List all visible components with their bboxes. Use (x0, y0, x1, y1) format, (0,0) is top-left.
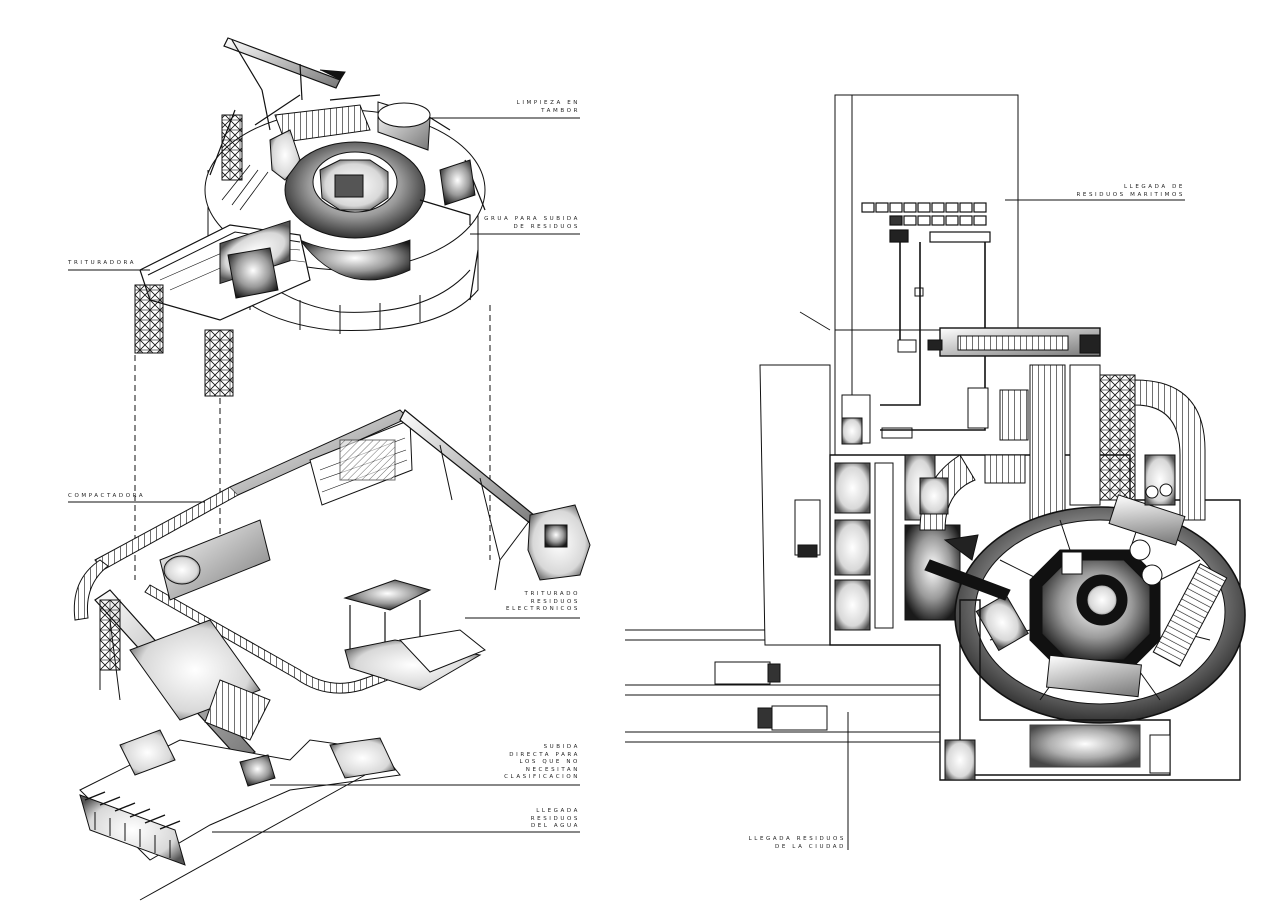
leader-lines-left (68, 117, 580, 833)
water-waste-containers (79, 791, 186, 866)
label-trituradora: TRITURADORA (68, 260, 137, 266)
label-limpieza-en-tambor: LIMPIEZA EN TAMBOR (516, 100, 580, 114)
label-compactadora: COMPACTADORA (68, 493, 146, 499)
label-grua-subida-residuos: GRUA PARA SUBIDA DE RESIDUOS (484, 216, 580, 230)
top-axonometric (134, 37, 486, 397)
label-llegada-residuos-agua: LLEGADA RESIDUOS DEL AGUA (530, 808, 580, 829)
plan-view (625, 94, 1246, 850)
label-llegada-residuos-ciudad: LLEGADA RESIDUOS DE LA CIUDAD (748, 836, 846, 850)
bottom-axonometric (73, 409, 591, 901)
marine-containers (861, 202, 991, 243)
label-triturado-residuos-electronicos: TRITURADO RESIDUOS ELECTRONICOS (506, 591, 580, 612)
label-subida-directa: SUBIDA DIRECTA PARA LOS QUE NO NECESITAN… (504, 744, 580, 780)
label-llegada-residuos-maritimos: LLEGADA DE RESIDUOS MARITIMOS (1076, 184, 1185, 198)
